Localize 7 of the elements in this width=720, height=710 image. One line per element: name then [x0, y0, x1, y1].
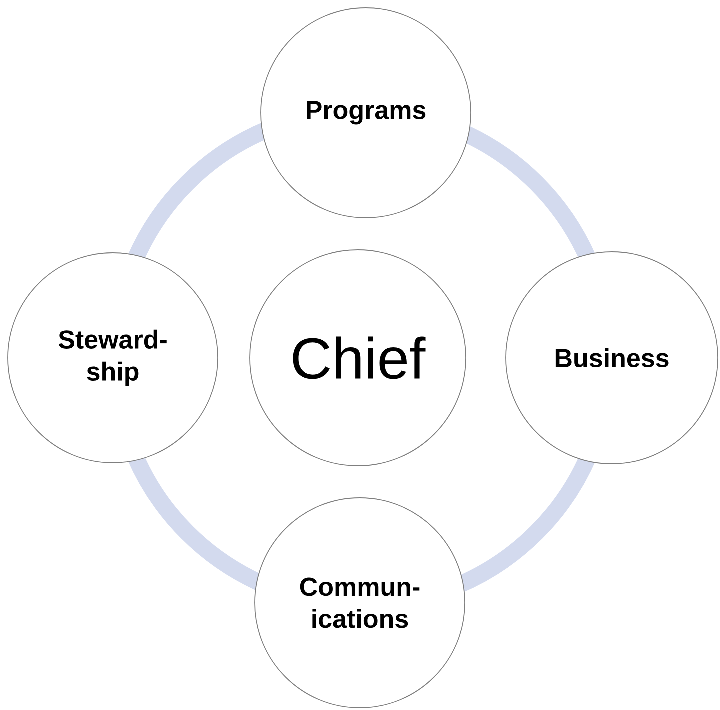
node-label: Business — [556, 348, 669, 368]
circle-node: Programs — [260, 8, 472, 218]
circle-node: Steward- ship — [8, 252, 218, 464]
node-label: Commun- ications — [300, 578, 420, 628]
circle-node: Commun- ications — [254, 498, 466, 708]
circle-node: Chief — [250, 250, 466, 466]
circle-node: Business — [506, 252, 718, 464]
